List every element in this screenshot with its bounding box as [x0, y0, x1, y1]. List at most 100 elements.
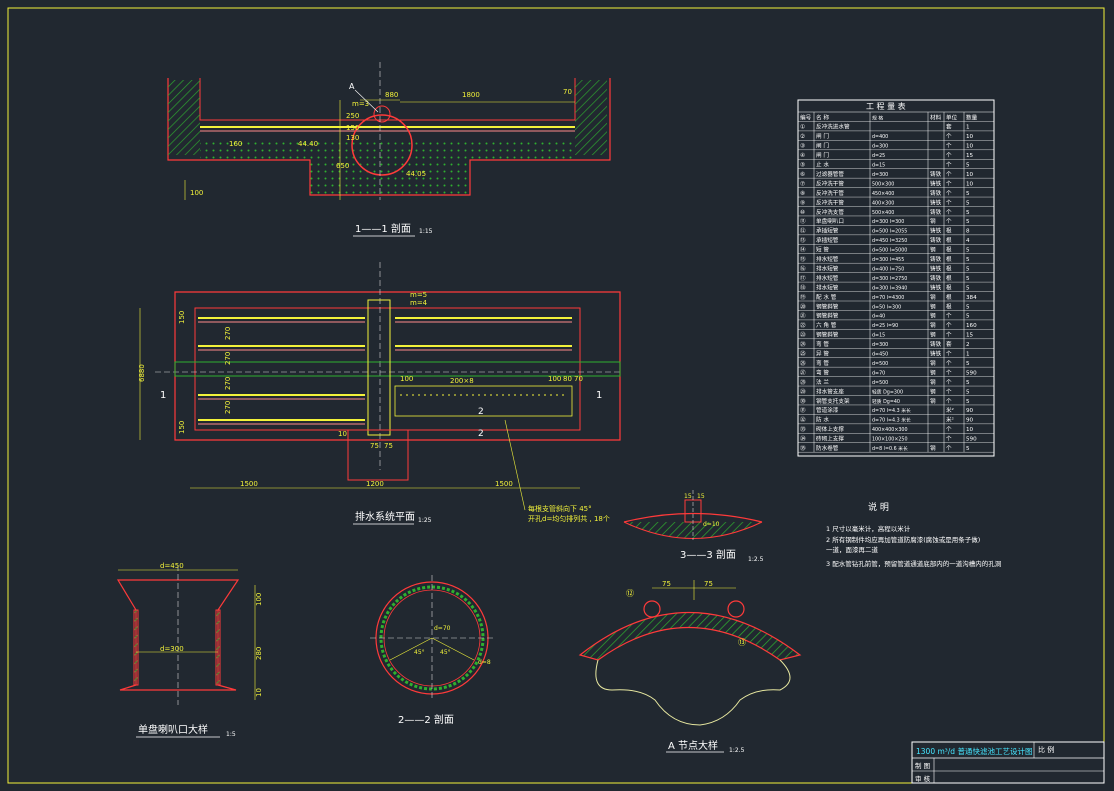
- callout-a: A: [349, 82, 355, 91]
- table-cell: 10: [966, 427, 974, 433]
- table-cell: 5: [966, 163, 970, 169]
- outlet-title: 单盘喇叭口大样: [138, 723, 208, 736]
- plan-title: 排水系统平面: [355, 510, 415, 523]
- table-cell: ⑫: [800, 227, 806, 235]
- table-cell: 铸铁: [930, 189, 942, 197]
- a-mark-13: ⑬: [738, 638, 746, 647]
- table-cell: 个: [946, 322, 952, 329]
- table-cell: 个: [946, 162, 952, 169]
- table-cell: ㉓: [800, 331, 806, 339]
- table-header-cell: 材料: [930, 113, 942, 121]
- table-header-cell: 编号: [800, 113, 812, 121]
- table-cell: d=70 l=4.3 米长: [872, 407, 911, 414]
- table-cell: 10: [966, 134, 974, 140]
- table-cell: 排水管支座: [816, 387, 844, 395]
- table-cell: 根: [946, 255, 952, 263]
- table-cell: 反冲洗干管: [816, 179, 844, 187]
- table-cell: 4: [966, 238, 970, 244]
- title-block: 1300 m³/d 普通快滤池工艺设计图 比 例 制 图 审 核: [911, 741, 1105, 784]
- table-cell: 钢: [930, 444, 936, 452]
- table-cell: 590: [966, 370, 977, 376]
- table-cell: 铸铁: [930, 350, 942, 358]
- title-block-title: 1300 m³/d 普通快滤池工艺设计图: [916, 746, 1032, 756]
- table-cell: 钢: [930, 331, 936, 339]
- table-cell: ㉜: [800, 416, 806, 424]
- table-cell: 铸铁: [930, 208, 942, 216]
- table-cell: d=300: [872, 342, 888, 348]
- table-cell: d=25 l=90: [872, 323, 898, 329]
- plan-dim-80: 80: [563, 375, 572, 383]
- table-cell: 异 管: [816, 350, 829, 358]
- table-cell: 套: [946, 340, 952, 348]
- table-cell: 米²: [946, 406, 954, 414]
- table-cell: 根: [946, 293, 952, 301]
- node-a-detail: 75 75 ⑫ ⑬ A 节点大样 1:2.5: [578, 580, 802, 754]
- table-cell: 100×100×250: [872, 437, 908, 443]
- table-cell: ⑰: [800, 274, 806, 282]
- table-cell: 排水短管: [816, 274, 839, 282]
- table-cell: 钢: [930, 217, 936, 225]
- table-cell: ㉛: [800, 406, 806, 414]
- dim-150: 150: [346, 124, 359, 132]
- plan-outline: [174, 291, 621, 441]
- table-cell: 个: [946, 445, 952, 452]
- outlet-detail: d=450 d=300 100 280 10 单盘喇叭口大样 1:5: [116, 562, 263, 738]
- plan-dim-1500b: 1500: [495, 480, 513, 488]
- table-cell: 根: [946, 302, 952, 310]
- table-cell: 砌体上支撑: [816, 425, 844, 433]
- table-cell: 个: [946, 133, 952, 140]
- outlet-dim-d450: d=450: [160, 562, 184, 570]
- plan-dim-1200: 1200: [366, 480, 384, 488]
- table-cell: 轻质 Dg=40: [872, 398, 900, 405]
- plan-dim-100: 100: [400, 375, 413, 383]
- table-cell: 个: [946, 351, 952, 358]
- table-cell: 5: [966, 219, 970, 225]
- a-title: A 节点大样: [668, 739, 718, 752]
- table-cell: 90: [966, 408, 974, 414]
- dim-m3: m=3: [352, 100, 369, 108]
- table-cell: 400×400×300: [872, 427, 908, 433]
- plan-mark-1-right: 1: [596, 390, 602, 401]
- table-cell: ㉙: [800, 387, 806, 395]
- table-cell: ⑤: [800, 162, 805, 169]
- table-cell: 承插短管: [816, 236, 839, 244]
- table-cell: 500×300: [872, 181, 894, 187]
- plan-dim-270b: 270: [224, 352, 232, 365]
- plan-m5: m=5: [410, 291, 427, 299]
- table-cell: d=70 l=4.3 米长: [872, 417, 911, 424]
- table-cell: d=25: [872, 153, 885, 159]
- table-cell: 钢: [930, 312, 936, 320]
- table-cell: 闸 门: [816, 142, 829, 150]
- table-cell: 钢: [930, 387, 936, 395]
- table-cell: 配 水 管: [816, 293, 837, 301]
- table-cell: ㉚: [800, 397, 806, 405]
- table-cell: 5: [966, 210, 970, 216]
- table-cell: 10: [966, 172, 974, 178]
- section-2-2-title: 2——2 剖面: [398, 713, 454, 726]
- table-cell: 5: [966, 248, 970, 254]
- table-cell: 个: [946, 426, 952, 433]
- table-cell: 反冲洗进水管: [816, 123, 850, 131]
- table-cell: ⑬: [800, 236, 806, 244]
- table-cell: ⑨: [800, 199, 805, 206]
- plan-dim-6880: 6880: [138, 364, 146, 382]
- drainage-plan: 6880 150 270 270 270 270 150 1500 1200 1…: [138, 262, 621, 525]
- plan-scale: 1:25: [418, 517, 432, 524]
- table-cell: d=450: [872, 352, 888, 358]
- table-cell: 个: [946, 388, 952, 395]
- table-cell: 15: [966, 333, 974, 339]
- table-cell: 1: [966, 352, 970, 358]
- table-cell: 弯 管: [816, 340, 829, 348]
- table-cell: ㉕: [800, 350, 806, 358]
- table-title: 工 程 量 表: [866, 101, 906, 111]
- table-cell: 5: [966, 191, 970, 197]
- table-cell: d=500: [872, 380, 888, 386]
- dim-160: 160: [229, 140, 242, 148]
- table-cell: ①: [800, 124, 805, 131]
- table-cell: d=500 l=5000: [872, 248, 907, 254]
- table-cell: 400×300: [872, 200, 894, 206]
- s22-angle-a: 45°: [414, 649, 425, 656]
